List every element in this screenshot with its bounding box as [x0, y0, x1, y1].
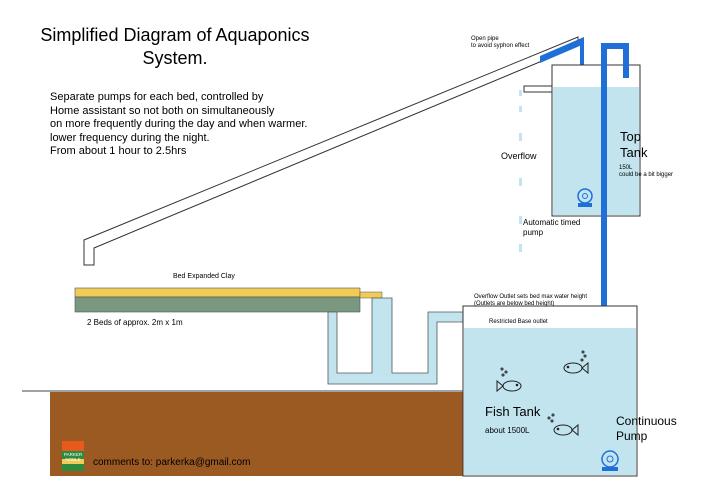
- top-tank-label: Top Tank: [620, 129, 647, 161]
- beds-label: 2 Beds of approx. 2m x 1m: [87, 318, 183, 327]
- fish-icon: [547, 413, 579, 437]
- restricted-outlet-label: Restricted Base outlet: [489, 319, 548, 325]
- bed-side-column: [359, 291, 383, 299]
- note-line: Home assistant so not both on simultaneo…: [50, 104, 275, 117]
- title-line: Simplified Diagram of Aquaponics: [40, 25, 310, 45]
- fish-tank-water: [464, 328, 636, 475]
- continuous-pump-label: Continuous Pump: [616, 414, 677, 444]
- continuous-pump-icon: [601, 450, 619, 471]
- top-tank-water: [553, 87, 639, 215]
- soil: [50, 392, 463, 476]
- label-line: Tank: [620, 145, 648, 160]
- continuous-pump-pipe: [601, 43, 629, 448]
- parker-noble-logo: PARKER NOBLE: [62, 441, 84, 471]
- label-line: (Outlets are below bed height): [474, 301, 555, 307]
- open-pipe-label: Open pipe to avoid syphon effect: [471, 36, 529, 50]
- overflow-outlet-label: Overflow Outlet sets bed max water heigh…: [474, 294, 587, 308]
- page-title: Simplified Diagram of Aquaponics System.: [0, 24, 350, 70]
- bed-feed-pipe: [83, 36, 579, 266]
- bed-clay: [74, 287, 361, 298]
- bed-base: [74, 296, 361, 313]
- note-line: lower frequency during the night.: [50, 131, 210, 144]
- label-line: Continuous: [616, 414, 677, 428]
- label-line: pump: [523, 228, 544, 237]
- overflow-label: Overflow: [501, 151, 537, 161]
- logo-line-2: NOBLE: [65, 457, 80, 462]
- automatic-pump-label: Automatic timed pump: [523, 218, 580, 238]
- bed-return-pipe: [327, 297, 481, 385]
- label-line: Pump: [616, 429, 648, 443]
- label-line: to avoid syphon effect: [471, 43, 530, 49]
- bed-media-label: Bed Expanded Clay: [173, 273, 235, 280]
- fish-icon: [563, 350, 589, 375]
- fish-icon: [496, 367, 522, 393]
- logo-line-1: PARKER: [64, 452, 83, 457]
- pump-notes: Separate pumps for each bed, controlled …: [50, 91, 307, 159]
- fish-tank-volume: about 1500L: [485, 426, 530, 435]
- note-line: on more frequently during the day and wh…: [50, 118, 308, 130]
- label-line: Open pipe: [471, 36, 499, 42]
- comments-contact: comments to: parkerka@gmail.com: [93, 457, 251, 468]
- label-line: Automatic timed: [523, 218, 581, 227]
- note-line: From about 1 hour to 2.5hrs: [50, 145, 187, 157]
- label-line: Top: [620, 129, 641, 144]
- open-pipe-tip: [540, 37, 584, 63]
- label-line: Overflow Outlet sets bed max water heigh…: [474, 294, 588, 300]
- top-tank-note: 150L could be a bit bigger: [619, 165, 673, 179]
- title-line: System.: [142, 48, 208, 68]
- top-tank-overflow-stub: [523, 85, 553, 93]
- fish-tank-label: Fish Tank: [485, 404, 541, 419]
- label-line: could be a bit bigger: [619, 172, 674, 178]
- automatic-pump-icon: [577, 188, 593, 207]
- note-line: Separate pumps for each bed, controlled …: [50, 91, 264, 103]
- overflow-dashed-pipe: [519, 90, 522, 252]
- label-line: 150L: [619, 165, 633, 171]
